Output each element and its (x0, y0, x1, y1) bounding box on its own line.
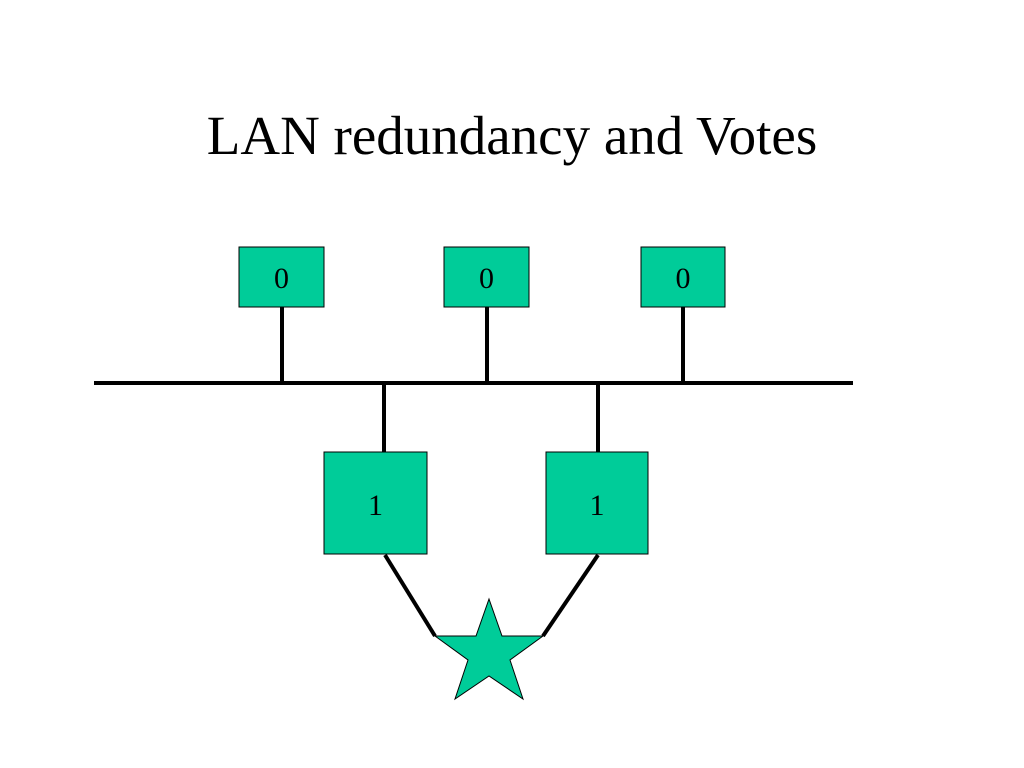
star-icon (433, 597, 545, 701)
upper-node-2-label: 0 (479, 262, 494, 295)
upper-node-2: 0 (443, 246, 530, 308)
lower-node-1: 1 (323, 451, 428, 555)
lower-node-2-label: 1 (590, 489, 605, 522)
lower-node-2: 1 (545, 451, 649, 555)
lower-node-1-star-link (383, 553, 437, 638)
lower-node-1-label: 1 (368, 489, 383, 522)
lower-node-2-star-link (541, 553, 600, 638)
upper-node-1-label: 0 (274, 262, 289, 295)
slide-title: LAN redundancy and Votes (206, 105, 818, 166)
upper-node-3-label: 0 (676, 262, 691, 295)
upper-node-1: 0 (238, 246, 325, 308)
upper-node-3: 0 (640, 246, 726, 308)
